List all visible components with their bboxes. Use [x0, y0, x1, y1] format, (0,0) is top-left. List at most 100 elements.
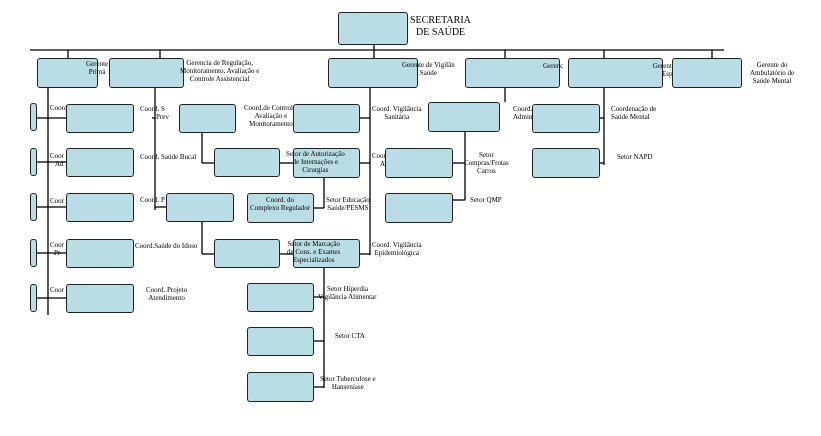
- gerencia-vigilancia-line1: Gerente de Vigilân: [402, 61, 455, 69]
- hiperdia-label: Setor Hiperdia Vigilância Alimentar: [318, 285, 376, 301]
- left-stub-box-2: [30, 148, 37, 176]
- compras-line1: Setor: [478, 151, 494, 159]
- marcacao-line3: Especializados: [292, 256, 335, 264]
- gerencia-especial-line1: Gerent: [652, 62, 672, 70]
- sanitaria-line1: Coord. Vigilância: [372, 105, 422, 113]
- col3-box-2: [214, 148, 280, 177]
- compras-line3: Carros: [477, 167, 496, 175]
- secretaria-label: SECRETARIA DE SAÚDE: [410, 15, 471, 39]
- hiperdia-line2: Vigilância Alimentar: [318, 293, 377, 301]
- gerencia-primaria-box: [37, 58, 98, 88]
- coord-admin-line2: Admin: [513, 113, 533, 121]
- col2-label-4: Coord.Saúde do Idoso: [135, 242, 197, 250]
- left-coord-2-line1: Coor: [50, 152, 64, 160]
- epidemiologica-label: Coord. Vigilância Epidemiológica: [372, 241, 422, 257]
- qmp-line1: Setor QMP: [470, 196, 502, 204]
- col2-label-2-line1: Coord. Saúde Bucal: [140, 153, 197, 161]
- left-stub-box-4: [30, 239, 37, 267]
- qmp-box: [385, 193, 453, 223]
- col2-box-4: [66, 239, 134, 268]
- gerencia-regulacao-line2: Monitoramento, Avaliação e: [180, 67, 260, 75]
- tuberculose-label: Setor Tuberculose e Hanseníase: [320, 375, 376, 391]
- gerencia-admin-line1: Gerenc: [543, 62, 564, 70]
- gerencia-regulacao-box: [109, 58, 184, 88]
- marcacao-box: [293, 239, 360, 268]
- compras-line2: Compras/Frotas: [464, 159, 509, 167]
- gerencia-vigilancia-box: [328, 58, 418, 88]
- left-stub-box-1: [30, 103, 37, 131]
- left-coord-4-line1: Coor: [50, 241, 64, 249]
- controle-label: Coord.de Controle, Avaliação e Monitoram…: [244, 104, 298, 128]
- left-coord-5-label: Coor: [50, 286, 64, 294]
- marcacao-label: Setor de Marcação de Cons. e Exames Espe…: [287, 240, 340, 264]
- cta-label: Setor CTA: [335, 332, 365, 340]
- tuberculose-box: [247, 372, 314, 402]
- controle-line2: Avaliação e: [254, 112, 288, 120]
- gerencia-admin-label: Gerenc: [543, 62, 563, 70]
- gerencia-mental-box: [672, 58, 742, 88]
- sanitaria-box: [293, 104, 360, 133]
- napd-line1: Setor NAPD: [617, 153, 653, 161]
- col2-box-5: [66, 284, 134, 313]
- coord-admin-line1: Coord.: [513, 105, 533, 113]
- napd-label: Setor NAPD: [617, 153, 653, 161]
- sanitaria-line2: Sanitária: [384, 113, 410, 121]
- saude-mental-box: [532, 104, 600, 133]
- col2-label-5-line2: Atendimento: [148, 294, 185, 302]
- saude-mental-label: Coordenação de Saúde Mental: [611, 105, 656, 121]
- gerencia-mental-label: Gerente do Ambulatório de Saúde Mental: [750, 61, 794, 85]
- educacao-label: Setor Educação Saúde/PESMS: [326, 196, 370, 212]
- autorizacao-label: Setor de Autorização de Internações e Ci…: [286, 150, 345, 174]
- autorizacao-line2: de Internações e: [292, 158, 339, 166]
- ambiental-label: Coord A: [372, 152, 390, 168]
- complexo-line1: Coord. do: [266, 196, 295, 204]
- educacao-line1: Setor Educação: [326, 196, 370, 204]
- col2-box-3: [66, 193, 134, 222]
- gerencia-especial-box: [568, 58, 663, 88]
- controle-box: [179, 104, 236, 133]
- gerencia-vigilancia-label: Gerente de Vigilân Saúde: [402, 61, 455, 77]
- hiperdia-box: [247, 283, 314, 312]
- marcacao-line2: de Cons. e Exames: [287, 248, 341, 256]
- secretaria-box: [338, 12, 408, 45]
- gerencia-regulacao-line1: Gerencia de Regulação,: [186, 59, 254, 67]
- left-coord-3-label: Coor: [50, 197, 64, 205]
- left-stub-box-5: [30, 284, 37, 312]
- complexo-line2: Complexo Regulador: [250, 204, 311, 212]
- left-coord-1-line1: Coord: [50, 104, 68, 112]
- col2-box-2: [66, 148, 134, 177]
- cta-box: [247, 327, 314, 356]
- left-coord-5-line1: Coor: [50, 286, 64, 294]
- ambiental-line1: Coord: [372, 152, 390, 160]
- col2-label-3-line1: Coord. P: [140, 196, 165, 204]
- gerencia-admin-box: [465, 58, 560, 88]
- left-coord-4-label: Coor Pr: [50, 241, 64, 257]
- gerencia-mental-line1: Gerente do: [756, 61, 788, 69]
- epidemiologica-line1: Coord. Vigilância: [372, 241, 422, 249]
- gerencia-regulacao-label: Gerencia de Regulação, Monitoramento, Av…: [180, 59, 259, 83]
- marcacao-line1: Setor de Marcação: [287, 240, 340, 248]
- ambiental-line2: A: [380, 160, 386, 168]
- compras-label: Setor Compras/Frotas Carros: [464, 151, 509, 175]
- gerencia-especial-line2: Esp: [662, 70, 673, 78]
- col2-label-5: Coord. Projeto Atendimento: [146, 286, 187, 302]
- cta-line1: Setor CTA: [335, 332, 365, 340]
- left-coord-1-label: Coord: [50, 104, 68, 112]
- col3-box-4: [214, 239, 280, 268]
- complexo-label: Coord. do Complexo Regulador: [250, 196, 310, 212]
- sanitaria-label: Coord. Vigilância Sanitária: [372, 105, 422, 121]
- epidemiologica-line2: Epidemiológica: [374, 249, 419, 257]
- left-stub-box-3: [30, 193, 37, 221]
- secretaria-label-line2: DE SAÚDE: [416, 27, 466, 38]
- col2-label-1: Coord. S Prev: [140, 105, 169, 121]
- col3-box-3: [166, 193, 234, 222]
- napd-box: [532, 148, 600, 178]
- left-coord-4-line2: Pr: [54, 249, 61, 257]
- coord-admin-label: Coord. Admin: [513, 105, 532, 121]
- col2-label-4-line1: Coord.Saúde do Idoso: [135, 242, 198, 250]
- tuberculose-line1: Setor Tuberculose e: [320, 375, 376, 383]
- autorizacao-line1: Setor de Autorização: [286, 150, 345, 158]
- autorizacao-line3: Cirurgias: [302, 166, 329, 174]
